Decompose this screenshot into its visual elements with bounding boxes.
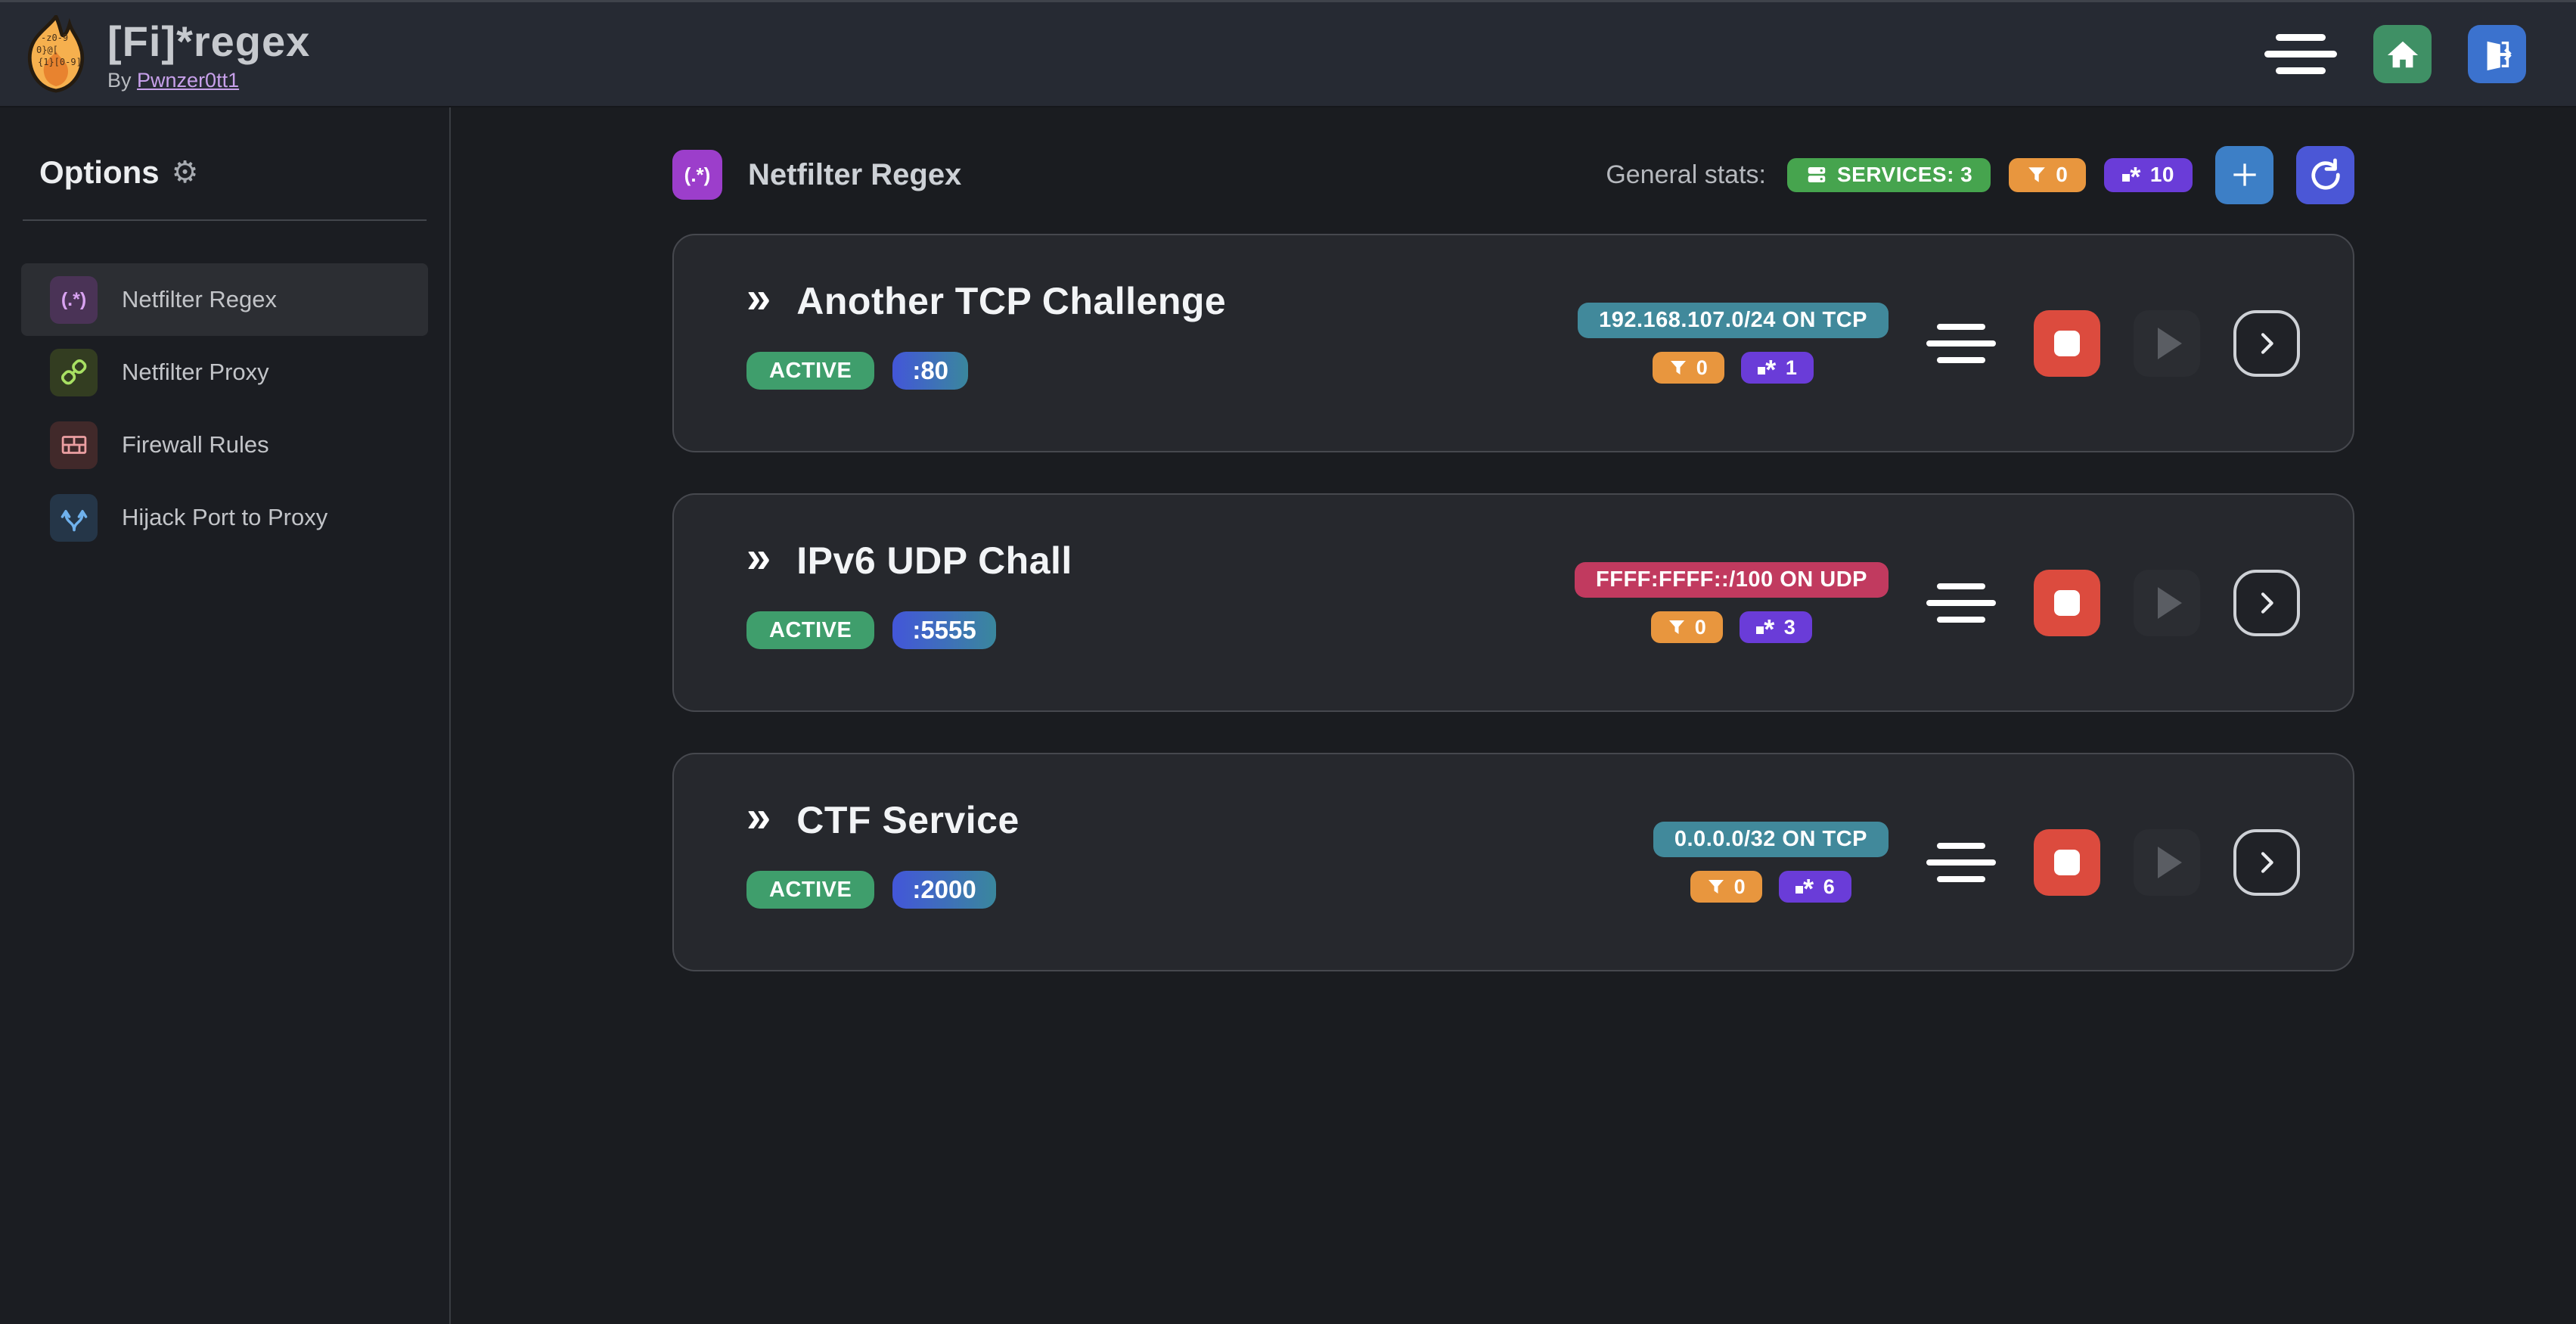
- port-badge: :80: [892, 352, 969, 390]
- svg-text:{1}[0-9]: {1}[0-9]: [38, 57, 82, 67]
- service-name: CTF Service: [796, 799, 1020, 841]
- filter-funnel-icon: [2028, 167, 2046, 182]
- filtered-packets-badge: 0: [1650, 611, 1724, 643]
- sidebar-item-hijack-port[interactable]: Hijack Port to Proxy: [21, 481, 428, 554]
- author-link[interactable]: Pwnzer0tt1: [137, 68, 240, 92]
- logout-button[interactable]: [2468, 25, 2526, 83]
- service-card: » CTF Service ACTIVE :2000 0.0.0.0/32 ON…: [672, 753, 2354, 971]
- chevron-right-icon: [2261, 851, 2273, 873]
- play-icon: [2158, 586, 2182, 619]
- sidebar-item-firewall-rules[interactable]: Firewall Rules: [21, 409, 428, 481]
- address-badge: 192.168.107.0/24 ON TCP: [1578, 303, 1889, 338]
- regex-count-badge: * 10: [2104, 157, 2193, 192]
- service-menu-icon[interactable]: [1926, 323, 1996, 363]
- stop-service-button[interactable]: [2034, 828, 2100, 896]
- section-title: Netfilter Regex: [748, 157, 962, 191]
- expand-service-button[interactable]: [2233, 828, 2300, 896]
- regex-glyph-icon: *: [1758, 356, 1777, 383]
- status-badge: ACTIVE: [746, 871, 875, 909]
- filtered-packets-badge: 0: [1652, 352, 1725, 384]
- address-badge: 0.0.0.0/32 ON TCP: [1653, 822, 1889, 857]
- logout-door-icon: [2487, 41, 2512, 70]
- regex-glyph-icon: *: [1756, 615, 1775, 642]
- sidebar: Options ⚙ (.*) Netfilter Regex: [0, 107, 451, 1324]
- filtered-packets-badge: 0: [1690, 871, 1763, 903]
- refresh-icon: [2311, 158, 2340, 190]
- status-badge: ACTIVE: [746, 611, 875, 649]
- filter-funnel-icon: [1708, 880, 1724, 894]
- double-chevron-icon: »: [746, 533, 771, 582]
- service-card: » IPv6 UDP Chall ACTIVE :5555 FFFF:FFFF:…: [672, 493, 2354, 712]
- start-service-button[interactable]: [2134, 309, 2200, 377]
- regex-glyph-icon: *: [2122, 163, 2141, 191]
- service-card: » Another TCP Challenge ACTIVE :80 192.1…: [672, 234, 2354, 452]
- service-menu-icon[interactable]: [1926, 842, 1996, 882]
- brand: -z0-9 0}@[ {1}[0-9] [Fi]*regex By Pwnzer…: [23, 14, 311, 94]
- general-stats-label: General stats:: [1606, 160, 1766, 189]
- stop-service-button[interactable]: [2034, 309, 2100, 377]
- svg-text:0}@[: 0}@[: [36, 45, 58, 55]
- sidebar-heading: Options ⚙: [39, 154, 199, 190]
- home-icon: [2387, 41, 2418, 67]
- brick-wall-icon: [50, 421, 98, 469]
- play-icon: [2158, 846, 2182, 878]
- service-name: Another TCP Challenge: [796, 280, 1227, 322]
- sidebar-item-label: Firewall Rules: [122, 431, 269, 458]
- refresh-button[interactable]: [2296, 145, 2354, 204]
- add-service-button[interactable]: [2215, 145, 2273, 204]
- port-badge: :5555: [892, 611, 996, 649]
- filter-funnel-icon: [1670, 361, 1686, 375]
- filter-funnel-icon: [1668, 620, 1684, 634]
- proxy-plug-icon: [50, 348, 98, 396]
- services-count-badge: SERVICES: 3: [1786, 157, 1991, 192]
- gear-icon: ⚙: [171, 156, 199, 189]
- stop-icon: [2054, 330, 2080, 356]
- flame-logo-icon: -z0-9 0}@[ {1}[0-9]: [27, 14, 85, 92]
- regex-count-badge: * 6: [1779, 871, 1852, 903]
- svg-text:-z0-9: -z0-9: [41, 33, 68, 43]
- split-arrows-icon: [50, 493, 98, 542]
- regex-count-badge: * 1: [1741, 352, 1814, 384]
- stop-icon: [2054, 849, 2080, 875]
- plus-icon: [2233, 163, 2256, 186]
- stop-icon: [2054, 589, 2080, 616]
- header-menu-icon[interactable]: [2264, 34, 2337, 74]
- server-icon: [1808, 167, 1826, 182]
- filtered-packets-badge: 0: [2009, 157, 2087, 192]
- main-area: (.*) Netfilter Regex General stats:: [451, 107, 2576, 1324]
- regex-icon: (.*): [50, 275, 98, 324]
- sidebar-item-label: Hijack Port to Proxy: [122, 504, 328, 530]
- sidebar-item-netfilter-proxy[interactable]: Netfilter Proxy: [21, 336, 428, 409]
- address-badge: FFFF:FFFF::/100 ON UDP: [1575, 562, 1889, 598]
- byline: By Pwnzer0tt1: [107, 68, 240, 92]
- expand-service-button[interactable]: [2233, 569, 2300, 636]
- chevron-right-icon: [2261, 592, 2273, 614]
- sidebar-divider: [23, 219, 427, 221]
- sidebar-item-label: Netfilter Regex: [122, 286, 278, 312]
- regex-count-badge: * 3: [1740, 611, 1813, 643]
- start-service-button[interactable]: [2134, 569, 2200, 636]
- port-badge: :2000: [892, 871, 996, 909]
- double-chevron-icon: »: [746, 273, 771, 322]
- double-chevron-icon: »: [746, 792, 771, 841]
- chevron-right-icon: [2261, 332, 2273, 354]
- service-name: IPv6 UDP Chall: [796, 539, 1072, 582]
- section-header: (.*) Netfilter Regex General stats:: [672, 145, 2354, 204]
- app-header: -z0-9 0}@[ {1}[0-9] [Fi]*regex By Pwnzer…: [0, 0, 2576, 107]
- service-list: » Another TCP Challenge ACTIVE :80 192.1…: [672, 234, 2354, 971]
- home-button[interactable]: [2373, 25, 2432, 83]
- status-badge: ACTIVE: [746, 352, 875, 390]
- app-title: [Fi]*regex: [107, 17, 311, 65]
- regex-glyph-icon: *: [1795, 875, 1814, 902]
- play-icon: [2158, 327, 2182, 359]
- sidebar-item-label: Netfilter Proxy: [122, 359, 269, 385]
- service-menu-icon[interactable]: [1926, 583, 1996, 623]
- sidebar-item-netfilter-regex[interactable]: (.*) Netfilter Regex: [21, 263, 428, 336]
- regex-section-icon: (.*): [672, 150, 722, 200]
- start-service-button[interactable]: [2134, 828, 2200, 896]
- expand-service-button[interactable]: [2233, 309, 2300, 377]
- stop-service-button[interactable]: [2034, 569, 2100, 636]
- sidebar-nav: (.*) Netfilter Regex Netfilter P: [0, 263, 449, 554]
